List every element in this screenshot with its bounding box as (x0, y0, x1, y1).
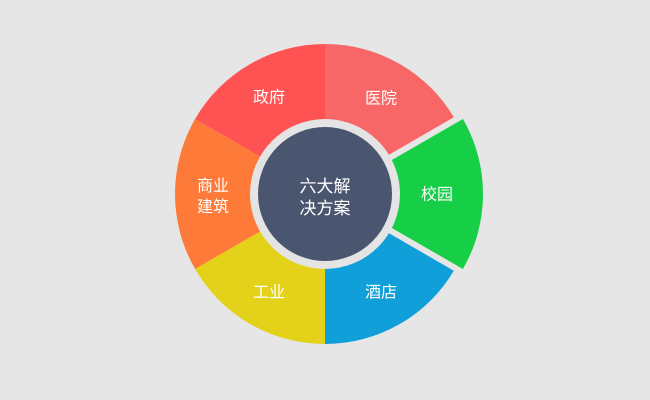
center-title: 六大解 决方案 (300, 176, 351, 220)
label-campus: 校园 (420, 184, 454, 204)
label-government: 政府 (252, 87, 286, 107)
label-commercial-line1: 商业 (196, 176, 230, 195)
label-industry: 工业 (252, 282, 286, 302)
center-title-line1: 六大解 (299, 177, 351, 197)
label-commercial-line2: 建筑 (196, 197, 230, 216)
center-title-line2: 决方案 (299, 199, 351, 219)
segment-campus[interactable] (333, 119, 483, 269)
center-hub[interactable] (258, 127, 392, 261)
label-commercial: 商业 建筑 (197, 175, 229, 217)
label-hospital: 医院 (364, 88, 398, 108)
label-hotel: 酒店 (364, 282, 398, 302)
